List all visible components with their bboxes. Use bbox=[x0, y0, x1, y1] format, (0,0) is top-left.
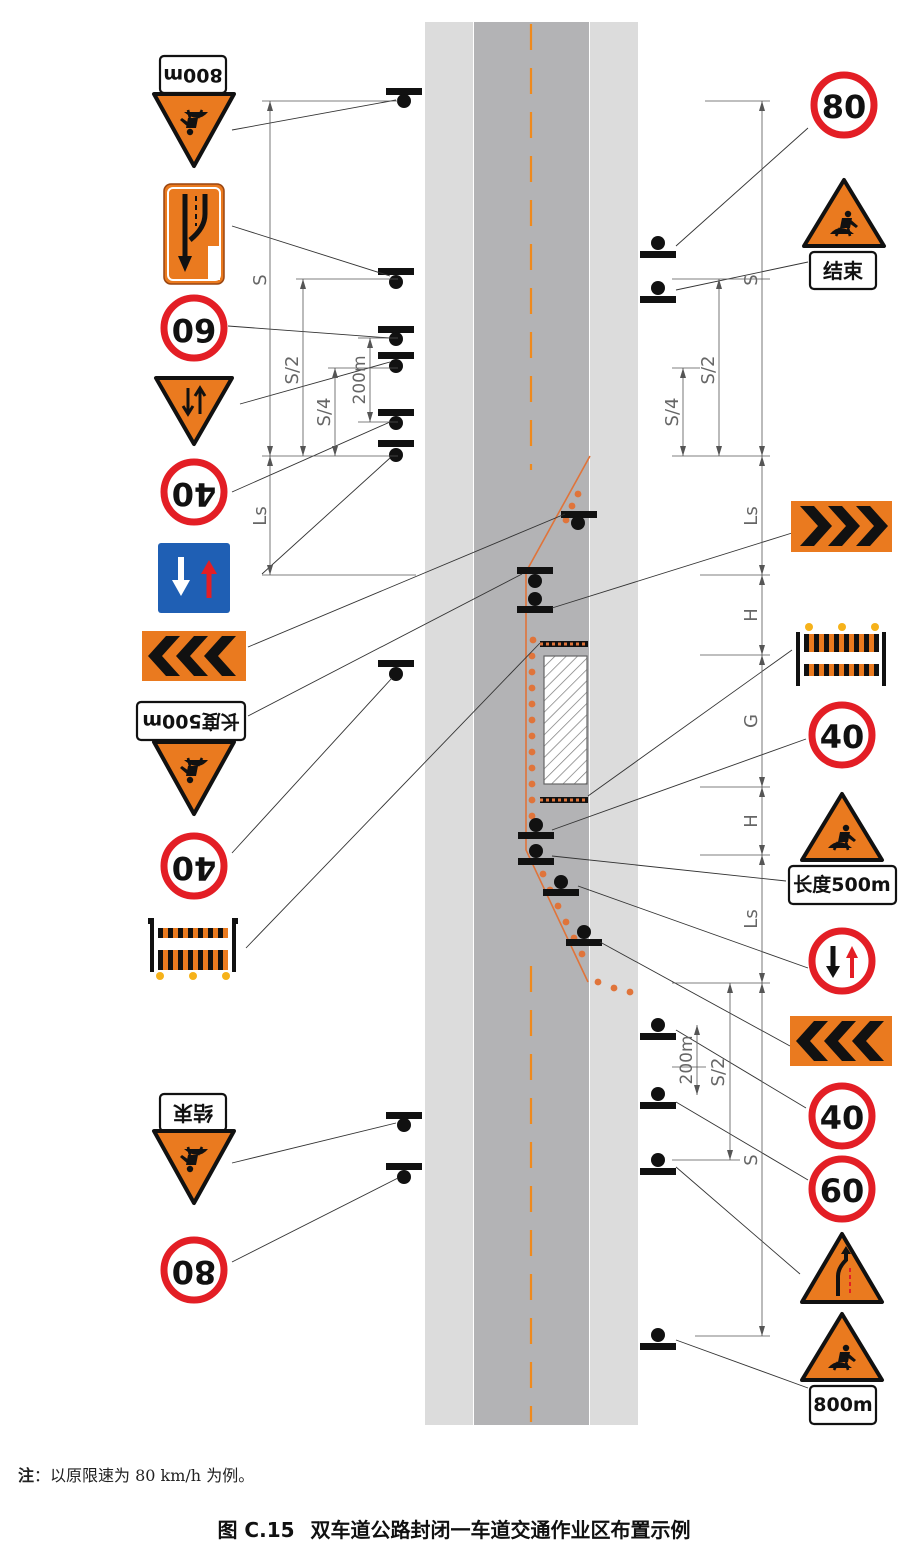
figure-caption: 图 C.15 双车道公路封闭一车道交通作业区布置示例 bbox=[0, 1514, 908, 1543]
speed-limit-80-text: 80 bbox=[822, 88, 867, 126]
work-zone-diagram: S S/2 S/4 200m Ls bbox=[135, 22, 898, 1426]
road bbox=[425, 22, 638, 1425]
dim-label-s2-left: S/2 bbox=[282, 356, 303, 385]
chevron-left-sign-1 bbox=[142, 631, 246, 681]
end-sign-flipped: 结束 bbox=[158, 1092, 228, 1133]
end-sign-text: 结束 bbox=[823, 259, 864, 283]
construction-sign-flipped-3 bbox=[152, 1129, 236, 1205]
construction-sign-flipped-1 bbox=[152, 92, 236, 168]
dim-label-g-right: G bbox=[741, 714, 762, 728]
length-500m-sign: 长度500m bbox=[787, 864, 898, 906]
footnote-text: ：以原限速为 80 km/h 为例。 bbox=[34, 1466, 255, 1485]
dim-label-ls-right-bottom: Ls bbox=[741, 909, 762, 928]
sign-posts bbox=[378, 88, 676, 1350]
dim-label-ls-left: Ls bbox=[250, 506, 271, 525]
right-shoulder bbox=[590, 22, 638, 1425]
figure-number: 图 C.15 bbox=[217, 1518, 295, 1542]
dim-label-s-left: S bbox=[250, 274, 271, 285]
distance-800m-sign: 800m bbox=[808, 1384, 878, 1426]
barricade-flipped bbox=[148, 918, 238, 980]
dim-label-h-right-top: H bbox=[741, 608, 762, 622]
work-area-hatched bbox=[543, 655, 588, 785]
length-500m-text: 长度500m bbox=[793, 873, 890, 896]
chevron-right-sign bbox=[791, 501, 892, 552]
speed-limit-60-text: 60 bbox=[820, 1172, 865, 1210]
dimensions-left bbox=[262, 100, 416, 576]
speed-limit-80-flipped: 80 bbox=[160, 1236, 228, 1304]
speed-limit-40-b: 40 bbox=[808, 1082, 876, 1150]
speed-limit-80: 80 bbox=[810, 71, 878, 139]
end-sign-flipped-text: 结束 bbox=[172, 1101, 213, 1125]
oncoming-priority-sign bbox=[158, 543, 230, 613]
footnote-prefix: 注 bbox=[18, 1466, 35, 1485]
figure-title: 双车道公路封闭一车道交通作业区布置示例 bbox=[310, 1518, 691, 1542]
dim-label-ls-right-top: Ls bbox=[741, 506, 762, 525]
dimension-labels-right: S S/2 S/4 Ls H G H Ls 200m S/2 S bbox=[662, 274, 762, 1165]
dim-label-s-right: S bbox=[741, 274, 762, 285]
construction-sign-flipped-2 bbox=[152, 740, 236, 816]
construction-sign-3 bbox=[800, 1312, 884, 1382]
sign-800m-flipped: 800m bbox=[158, 54, 228, 95]
two-way-traffic-sign-flipped bbox=[154, 376, 234, 446]
speed-limit-40-b-text: 40 bbox=[820, 1099, 865, 1137]
dim-label-s4-left: S/4 bbox=[314, 398, 335, 427]
dimension-labels-left: S S/2 S/4 200m Ls bbox=[250, 274, 370, 525]
dim-label-s-right-bottom: S bbox=[741, 1154, 762, 1165]
speed-limit-40-flipped-text: 40 bbox=[172, 475, 217, 513]
speed-limit-60-flipped: 60 bbox=[160, 294, 228, 362]
dim-label-s2-right: S/2 bbox=[698, 356, 719, 385]
construction-sign-2 bbox=[800, 792, 884, 862]
leader-lines bbox=[227, 99, 809, 1389]
footnote: 注：以原限速为 80 km/h 为例。 bbox=[18, 1462, 254, 1486]
speed-limit-60: 60 bbox=[808, 1155, 876, 1223]
dimensions-right bbox=[672, 100, 770, 1337]
end-sign: 结束 bbox=[808, 250, 878, 291]
dim-label-200m-left: 200m bbox=[350, 355, 370, 404]
length-500m-sign-flipped: 长度500m bbox=[135, 700, 247, 742]
speed-limit-40: 40 bbox=[808, 701, 876, 769]
sign-800m-flipped-text: 800m bbox=[163, 64, 222, 86]
speed-limit-80-flipped-text: 80 bbox=[172, 1253, 217, 1291]
dim-label-s2-right-bottom: S/2 bbox=[708, 1058, 729, 1087]
dim-label-h-right-bottom: H bbox=[741, 814, 762, 828]
left-shoulder bbox=[425, 22, 473, 1425]
dim-label-s4-right: S/4 bbox=[662, 398, 683, 427]
speed-limit-40-flipped-2-text: 40 bbox=[172, 849, 217, 887]
construction-sign-1 bbox=[802, 178, 886, 248]
length-500m-flipped-text: 长度500m bbox=[142, 710, 239, 733]
merge-lane-sign bbox=[163, 183, 225, 285]
yield-to-oncoming-sign bbox=[808, 927, 876, 995]
barricade bbox=[796, 623, 886, 686]
lane-reduction-sign bbox=[800, 1232, 884, 1304]
dim-label-200m-right: 200m bbox=[677, 1035, 697, 1084]
speed-limit-40-text: 40 bbox=[820, 718, 865, 756]
speed-limit-60-flipped-text: 60 bbox=[172, 311, 217, 349]
distance-800m-text: 800m bbox=[813, 1394, 872, 1416]
chevron-left-sign-2 bbox=[790, 1016, 892, 1066]
speed-limit-40-flipped-2: 40 bbox=[160, 832, 228, 900]
traffic-cones bbox=[528, 490, 634, 996]
speed-limit-40-flipped: 40 bbox=[160, 458, 228, 526]
